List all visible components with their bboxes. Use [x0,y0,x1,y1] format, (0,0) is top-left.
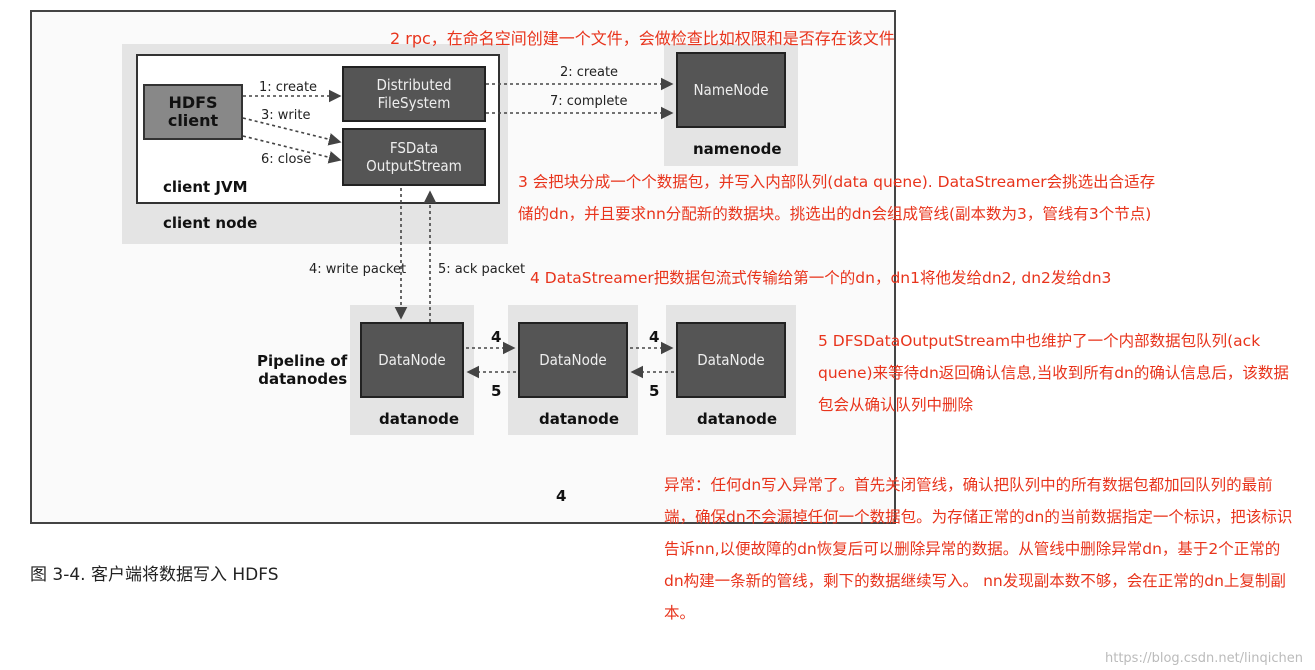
pipeline-5-label-b: 5 [649,382,660,400]
namenode-box: NameNode [676,52,786,128]
client-jvm-label: client JVM [163,178,248,196]
page-number: 4 [556,487,567,505]
annotation-step-5: 5 DFSDataOutputStream中也维护了一个内部数据包队列(ack … [818,332,1289,414]
namenode-label: namenode [693,140,782,158]
step-3-write-label: 3: write [261,108,311,123]
arrow-3-write [242,117,342,146]
datanode-1-label: datanode [379,410,460,428]
annotation-exception: 异常：任何dn写入异常了。首先关闭管线，确认把队列中的所有数据包都加回队列的最前… [664,476,1293,622]
step-7-complete-label: 7: complete [550,94,628,109]
client-node-label: client node [163,214,258,232]
pipeline-label: Pipeline of datanodes [257,352,348,388]
pipeline-4-label-b: 4 [649,328,660,346]
watermark: https://blog.csdn.net/linqichen [1104,651,1303,666]
distributed-filesystem-box: Distributed FileSystem [342,66,486,122]
datanode-2-label: datanode [539,410,620,428]
pipeline-4-label-a: 4 [491,328,502,346]
hdfs-client-box: HDFS client [143,84,243,140]
datanode-3-label: datanode [697,410,778,428]
step-5-ack-packet-label: 5: ack packet [438,262,526,277]
annotation-step-2: 2 rpc，在命名空间创建一个文件，会做检查比如权限和是否存在该文件 [390,29,895,48]
annotation-step-3: 3 会把块分成一个个数据包，并写入内部队列(data quene). DataS… [518,173,1156,223]
datanode-2-box: DataNode [518,322,628,398]
datanode-1-box: DataNode [360,322,464,398]
pipeline-5-label-a: 5 [491,382,502,400]
arrow-6-close [242,135,342,164]
annotation-step-4: 4 DataStreamer把数据包流式传输给第一个的dn，dn1将他发给dn2… [530,269,1112,287]
step-4-write-packet-label: 4: write packet [309,262,407,277]
step-1-create-label: 1: create [259,80,318,95]
step-2-create-label: 2: create [560,65,619,80]
step-6-close-label: 6: close [261,152,312,167]
figure-caption: 图 3-4. 客户端将数据写入 HDFS [30,565,279,585]
datanode-3-box: DataNode [676,322,786,398]
fsdata-outputstream-box: FSData OutputStream [342,128,486,186]
